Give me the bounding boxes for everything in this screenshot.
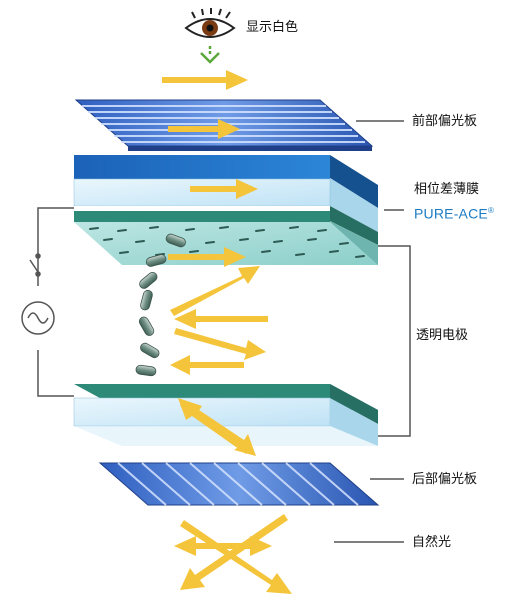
- light-arrow-icon: [178, 398, 250, 454]
- transparent-electrode-label: 透明电极: [416, 328, 469, 343]
- light-arrow-icon: [168, 247, 246, 267]
- switch-icon: [29, 253, 41, 277]
- front-polarizer-label: 前部偏光板: [412, 114, 478, 129]
- retarder-film-label: 相位差薄膜: [414, 182, 480, 197]
- natural-light-arrows: [174, 514, 292, 594]
- top-electrode-layer: [74, 211, 330, 222]
- circuit-wires: [37, 207, 411, 437]
- bottom-cell: [73, 384, 378, 456]
- light-arrow-icon: [162, 70, 248, 90]
- retarder-film-layer: [74, 155, 330, 179]
- eye-caption: 显示白色: [246, 20, 299, 35]
- light-arrow-icon: [168, 119, 240, 139]
- rear-polarizer-label: 后部偏光板: [412, 472, 478, 487]
- eye-icon: [184, 8, 236, 38]
- top-cell: [73, 155, 378, 267]
- natural-light-label: 自然光: [412, 535, 452, 550]
- front-polarizer: [74, 99, 374, 151]
- light-arrow-icon: [180, 520, 292, 594]
- rear-polarizer: [98, 462, 380, 506]
- liquid-crystal-molecule-icon: [135, 233, 186, 377]
- light-arrow-icon: [190, 179, 258, 199]
- light-arrow-icon: [170, 266, 268, 375]
- leader-lines: [334, 120, 404, 543]
- light-arrow-icon: [174, 536, 272, 556]
- ac-source-icon: [21, 301, 55, 335]
- brand-label: PURE-ACE®: [414, 205, 495, 222]
- light-arrow-icon: [180, 514, 288, 590]
- eye-down-arrow-icon: [200, 46, 220, 64]
